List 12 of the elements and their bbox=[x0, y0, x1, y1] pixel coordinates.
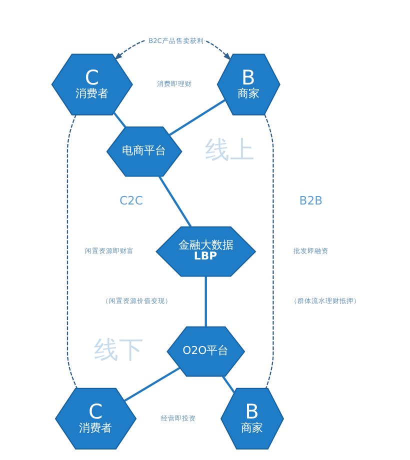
connector bbox=[158, 176, 192, 228]
label: 线上 bbox=[204, 134, 254, 164]
connector bbox=[221, 376, 235, 394]
connector bbox=[123, 366, 180, 402]
label: B2B bbox=[298, 193, 322, 208]
connector bbox=[204, 276, 206, 327]
connector bbox=[264, 114, 274, 389]
connector bbox=[168, 99, 226, 136]
label: 线下 bbox=[93, 334, 144, 364]
connector bbox=[66, 114, 78, 389]
connector bbox=[112, 112, 126, 128]
label: C2C bbox=[118, 193, 143, 208]
